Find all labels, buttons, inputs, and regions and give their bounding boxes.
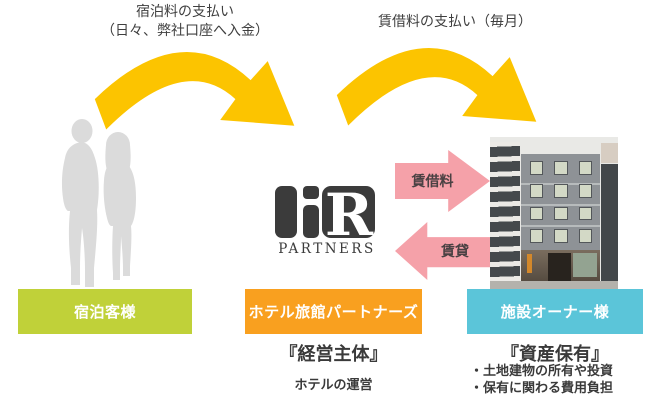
building-windows <box>530 161 592 243</box>
guest-payment-label: 宿泊料の支払い （日々、弊社口座へ入金） <box>75 3 295 41</box>
floor-line <box>521 225 600 227</box>
curved-arrow-company-to-owner-icon <box>336 47 537 126</box>
company-entity-label: ホテル旅館パートナーズ <box>248 303 419 321</box>
curved-arrow-guest-to-company-icon <box>94 51 295 130</box>
lease-arrow: 賃貸 <box>395 222 490 280</box>
guest-payment-line2: （日々、弊社口座へ入金） <box>101 22 269 39</box>
guest-entity-label: 宿泊客様 <box>73 303 136 321</box>
hr-partners-logo: R PARTNERS <box>275 186 376 256</box>
owner-role-bullets: ・土地建物の所有や投資 ・保有に関わる費用負担 <box>470 364 613 397</box>
neighbor-building-left <box>490 142 520 289</box>
neighbor-building-right <box>601 164 618 281</box>
guest-couple-silhouette <box>61 119 136 287</box>
guest-payment-line1: 宿泊料の支払い <box>136 4 234 20</box>
rent-fee-arrow: 賃借料 <box>395 150 490 212</box>
pavement <box>490 281 618 289</box>
floor-line <box>521 204 600 206</box>
owner-role-title: 『資産保有』 <box>501 344 609 365</box>
company-entity-box: ホテル旅館パートナーズ <box>245 289 422 334</box>
owner-entity-box: 施設オーナー様 <box>467 289 643 334</box>
neighbor-building-far <box>601 143 618 163</box>
logo-wordmark: PARTNERS <box>278 241 376 256</box>
company-role-desc: ホテルの運営 <box>294 378 373 393</box>
building-ground-floor <box>521 250 600 281</box>
building-entrance <box>548 253 571 281</box>
rent-fee-arrow-label: 賃借料 <box>411 174 454 190</box>
owner-role-bullet-2: ・保有に関わる費用負担 <box>470 380 614 396</box>
lease-arrow-label: 賃貸 <box>441 244 469 260</box>
owner-building-photo <box>490 137 618 289</box>
guest-entity-box: 宿泊客様 <box>18 289 192 334</box>
owner-role-bullet-1: ・土地建物の所有や投資 <box>470 364 614 379</box>
building-sign <box>527 254 532 273</box>
logo-r-letter: R <box>325 186 374 249</box>
company-role-title: 『経営主体』 <box>279 344 388 365</box>
rent-payment-label: 賃借料の支払い（毎月） <box>378 14 532 30</box>
building-side-panel <box>573 253 597 277</box>
owner-entity-label: 施設オーナー様 <box>500 303 610 321</box>
